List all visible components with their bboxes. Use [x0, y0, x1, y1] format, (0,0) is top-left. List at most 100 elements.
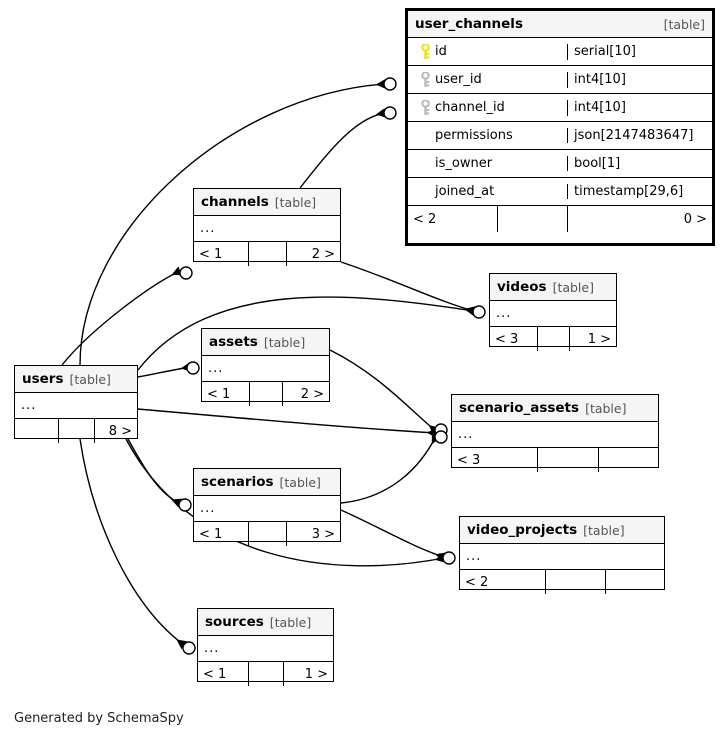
edge-channels-videos [340, 261, 476, 316]
table-type-tag: [table] [552, 279, 594, 295]
table-footer-scenarios: < 1 3 > [194, 522, 340, 546]
edge-users-scenario_assets [137, 408, 437, 438]
edge-endpoint-circle [472, 305, 486, 319]
table-title: videos [497, 279, 547, 295]
table-type-tag: [table] [663, 16, 705, 32]
footer-middle-cell [249, 242, 287, 266]
column-name-text: is_owner [435, 156, 493, 171]
footer-children-count: 2 > [300, 386, 324, 402]
column-name-text: user_id [435, 72, 482, 87]
footer-parents-count: < 3 [490, 327, 538, 351]
edge-endpoint-circle [186, 361, 200, 375]
edge-users-sources [79, 438, 188, 650]
table-title: scenario_assets [459, 400, 580, 416]
collapsed-columns-indicator[interactable]: ... [15, 393, 137, 419]
table-type-tag: [table] [583, 522, 625, 538]
footer-children-count: 1 > [304, 666, 328, 682]
edge-endpoint-circle [182, 641, 196, 655]
footer-parents-count: < 1 [198, 662, 249, 686]
collapsed-columns-indicator[interactable]: ... [460, 544, 664, 570]
column-row-user_id[interactable]: user_id int4[10] [408, 66, 712, 94]
footer-children-count: 1 > [587, 331, 611, 347]
column-type-cell: int4[10] [574, 100, 626, 115]
edge-endpoint-circle [383, 77, 397, 91]
table-node-scenario_assets[interactable]: scenario_assets [table]...< 3 [451, 394, 659, 472]
table-node-users[interactable]: users[table]... 8 > [14, 365, 138, 443]
footer-parents-count: < 2 [408, 206, 498, 232]
column-type-cell: json[2147483647] [574, 128, 694, 143]
column-row-channel_id[interactable]: channel_id int4[10] [408, 94, 712, 122]
footer-children-count: 8 > [108, 423, 132, 439]
footer-parents-count: < 1 [202, 382, 250, 406]
footer-children-count [606, 570, 664, 594]
table-title: channels [201, 194, 269, 210]
footer-children-count: 0 > [683, 211, 707, 227]
edge-users-channels [61, 266, 183, 366]
column-name-text: joined_at [435, 184, 495, 199]
table-type-tag: [table] [585, 400, 627, 416]
footer-middle-cell [538, 327, 570, 351]
table-header-sources: sources [table] [198, 609, 333, 636]
footer-children-count [599, 448, 658, 472]
footer-middle-cell [538, 448, 599, 472]
table-footer-user_channels: < 2 0 > [408, 206, 712, 232]
edge-endpoint-circle [434, 430, 448, 444]
edge-endpoint-circle [179, 266, 193, 280]
table-footer-scenario_assets: < 3 [452, 448, 658, 472]
table-title: users [22, 371, 64, 387]
column-name-cell: id [408, 43, 568, 60]
table-title: sources [205, 614, 264, 630]
column-name-cell: is_owner [408, 156, 568, 171]
column-name-text: permissions [435, 128, 513, 143]
edge-scenarios-video_projects [340, 509, 446, 562]
collapsed-columns-indicator[interactable]: ... [490, 301, 616, 327]
edge-endpoint-circle [434, 423, 448, 437]
collapsed-columns-indicator[interactable]: ... [202, 356, 329, 382]
table-footer-sources: < 1 1 > [198, 662, 333, 686]
footer-middle-cell [498, 206, 568, 232]
table-type-tag: [table] [263, 334, 306, 350]
table-header-user_channels: user_channels [table] [408, 11, 712, 38]
column-name-cell: channel_id [408, 99, 568, 116]
table-header-users: users[table] [15, 366, 137, 393]
collapsed-columns-indicator[interactable]: ... [452, 422, 658, 448]
table-node-sources[interactable]: sources [table]...< 1 1 > [197, 608, 334, 686]
table-type-tag: [table] [269, 614, 312, 630]
collapsed-columns-indicator[interactable]: ... [198, 636, 333, 662]
table-header-video_projects: video_projects[table] [460, 517, 664, 544]
table-header-scenario_assets: scenario_assets [table] [452, 395, 658, 422]
edge-channels-user_channels [299, 108, 387, 189]
column-row-joined_at[interactable]: joined_at timestamp[29,6] [408, 178, 712, 206]
collapsed-columns-indicator[interactable]: ... [194, 216, 340, 242]
edge-endpoint-circle [383, 106, 397, 120]
column-type-cell: timestamp[29,6] [574, 184, 684, 199]
table-title: scenarios [201, 474, 274, 490]
footer-parents-count: < 1 [194, 522, 249, 546]
table-title: user_channels [415, 16, 523, 32]
edge-endpoint-circle [178, 498, 192, 512]
table-node-videos[interactable]: videos [table]...< 3 1 > [489, 273, 617, 351]
foreign-key-icon [415, 99, 435, 116]
table-footer-video_projects: < 2 [460, 570, 664, 594]
table-header-scenarios: scenarios[table] [194, 469, 340, 496]
edge-endpoint-circle [442, 551, 456, 565]
column-name-cell: permissions [408, 128, 568, 143]
generated-by-credit: Generated by SchemaSpy [14, 711, 184, 726]
footer-middle-cell [249, 522, 287, 546]
column-row-permissions[interactable]: permissions json[2147483647] [408, 122, 712, 150]
column-type-cell: int4[10] [574, 72, 626, 87]
collapsed-columns-indicator[interactable]: ... [194, 496, 340, 522]
column-name-text: id [435, 44, 447, 59]
footer-children-count: 3 > [311, 526, 335, 542]
table-node-scenarios[interactable]: scenarios[table]...< 1 3 > [193, 468, 341, 546]
footer-middle-cell [546, 570, 606, 594]
table-node-video_projects[interactable]: video_projects[table]...< 2 [459, 516, 665, 594]
footer-children-count: 2 > [311, 246, 335, 262]
